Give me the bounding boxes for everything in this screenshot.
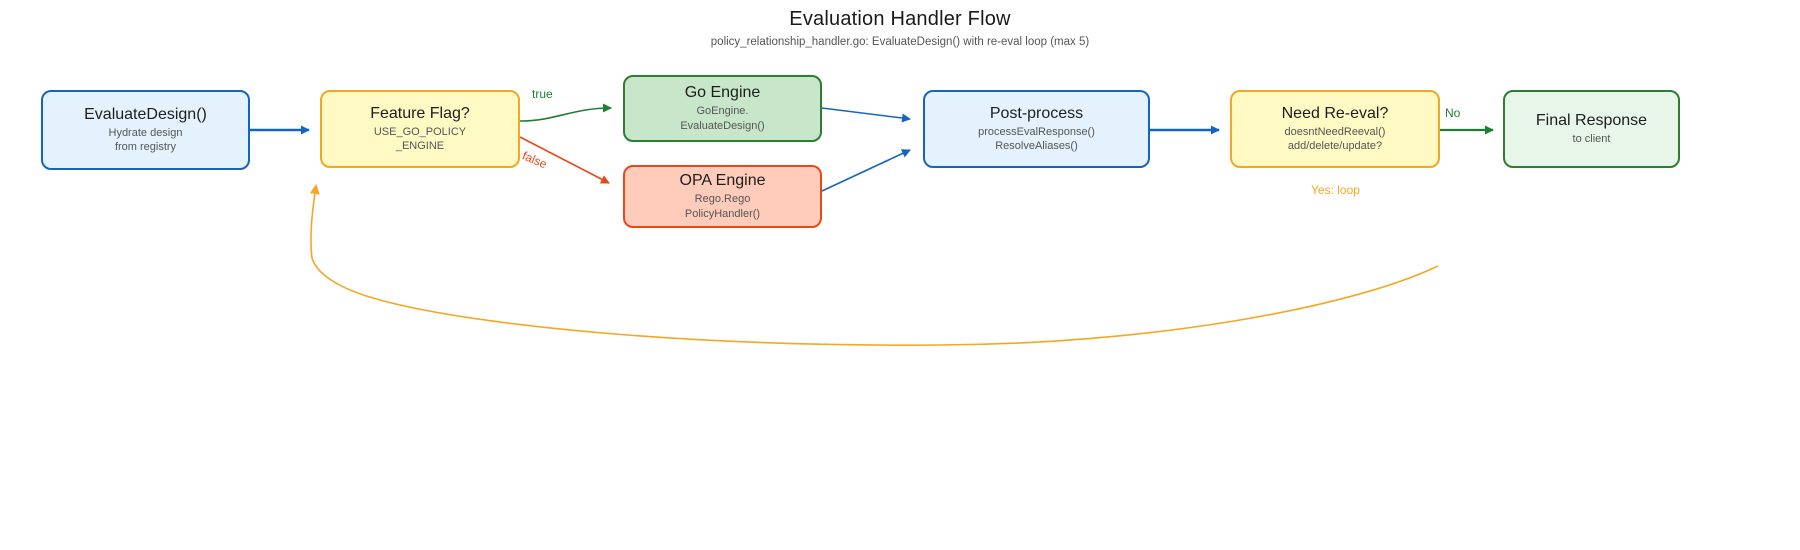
page-subtitle: policy_relationship_handler.go: Evaluate… (710, 36, 1090, 48)
edge-reeval-yes-loop-to-flag (309, 184, 1439, 346)
node-title: Need Re-eval? (1281, 104, 1389, 122)
node-title: Feature Flag? (370, 104, 470, 122)
node-subtitle: Hydrate design from registry (108, 126, 183, 154)
node-evaluate-design: EvaluateDesign() Hydrate design from reg… (41, 90, 250, 170)
node-title: Post-process (989, 104, 1084, 122)
edge-opaengine-to-postprocess (821, 149, 911, 192)
node-subtitle: GoEngine. EvaluateDesign() (680, 105, 765, 132)
node-subtitle: processEvalResponse() ResolveAliases() (978, 125, 1095, 153)
node-title: Go Engine (684, 84, 761, 101)
edge-flag-true-to-goengine (519, 103, 612, 122)
node-title: OPA Engine (679, 172, 766, 189)
node-title: EvaluateDesign() (84, 105, 207, 123)
edge-goengine-to-postprocess (821, 107, 911, 123)
node-opa-engine: OPA Engine Rego.Rego PolicyHandler() (623, 165, 822, 228)
node-post-process: Post-process processEvalResponse() Resol… (923, 90, 1150, 168)
node-final-response: Final Response to client (1503, 90, 1680, 168)
node-subtitle: USE_GO_POLICY _ENGINE (373, 125, 467, 153)
edge-label-yes-loop: Yes: loop (1311, 183, 1360, 197)
node-subtitle: to client (1572, 133, 1611, 146)
node-subtitle: Rego.Rego PolicyHandler() (684, 193, 761, 220)
edge-label-true: true (532, 87, 553, 101)
node-title: Final Response (1535, 111, 1648, 129)
node-need-reeval: Need Re-eval? doesntNeedReeval() add/del… (1230, 90, 1440, 168)
node-go-engine: Go Engine GoEngine. EvaluateDesign() (623, 75, 822, 142)
edge-label-false: false (520, 148, 550, 172)
node-subtitle: doesntNeedReeval() add/delete/update? (1284, 125, 1386, 153)
page-title: Evaluation Handler Flow (789, 8, 1011, 30)
node-feature-flag: Feature Flag? USE_GO_POLICY _ENGINE (320, 90, 520, 168)
edge-label-no: No (1445, 106, 1461, 120)
